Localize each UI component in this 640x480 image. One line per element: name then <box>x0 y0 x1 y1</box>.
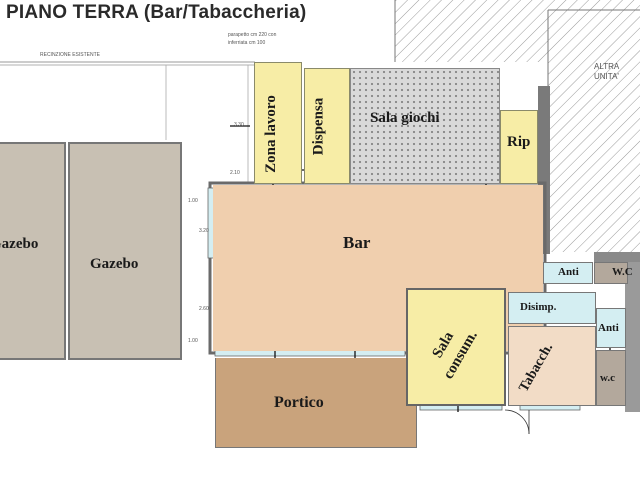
label-anti-right: Anti <box>598 322 619 334</box>
room-sala-consum <box>406 288 506 406</box>
note-line-1: parapetto cm 220 con <box>228 32 277 38</box>
label-anti-top: Anti <box>558 266 579 278</box>
dim-label: 3.20 <box>199 228 209 234</box>
label-portico: Portico <box>274 394 324 411</box>
label-bar: Bar <box>343 233 371 252</box>
fence-label: RECINZIONE ESISTENTE <box>40 52 101 58</box>
room-anti-top <box>543 262 593 284</box>
room-sala-giochi <box>350 68 500 184</box>
label-sala-giochi: Sala giochi <box>370 110 440 126</box>
room-rip <box>500 110 538 184</box>
room-zona-lavoro <box>254 62 302 184</box>
label-zona-lavoro: Zona lavoro <box>263 95 279 173</box>
dim-label: 3.30 <box>234 122 244 128</box>
label-gazebo-right: Gazebo <box>90 256 139 272</box>
dim-label: 1.00 <box>188 338 198 344</box>
label-wc-right: w.c <box>600 372 615 384</box>
room-portico <box>215 358 417 448</box>
gazebo-left <box>0 142 66 360</box>
note-line-2: inferriata cm 100 <box>228 40 266 46</box>
dim-label: 1.00 <box>188 198 198 204</box>
other-unit-label-2: UNITA' <box>594 72 619 81</box>
other-unit-hatch <box>395 0 640 62</box>
gazebo-right <box>68 142 182 360</box>
label-wc-top: W.C <box>612 266 633 278</box>
room-disimp <box>508 292 596 324</box>
room-wc-right <box>596 350 626 406</box>
label-gazebo-left: Gazebo <box>0 236 39 252</box>
label-disimp: Disimp. <box>520 301 557 313</box>
room-anti-right <box>596 308 626 348</box>
room-wc-top <box>594 262 628 284</box>
plan-title: PIANO TERRA (Bar/Tabaccheria) <box>6 2 307 23</box>
other-unit-label-1: ALTRA <box>594 62 620 71</box>
room-tabacch <box>508 326 596 406</box>
room-dispensa <box>304 68 350 184</box>
label-dispensa: Dispensa <box>310 97 327 156</box>
dim-label: 2.60 <box>199 306 209 312</box>
label-rip: Rip <box>507 134 531 150</box>
dim-label: 2.10 <box>230 170 240 176</box>
